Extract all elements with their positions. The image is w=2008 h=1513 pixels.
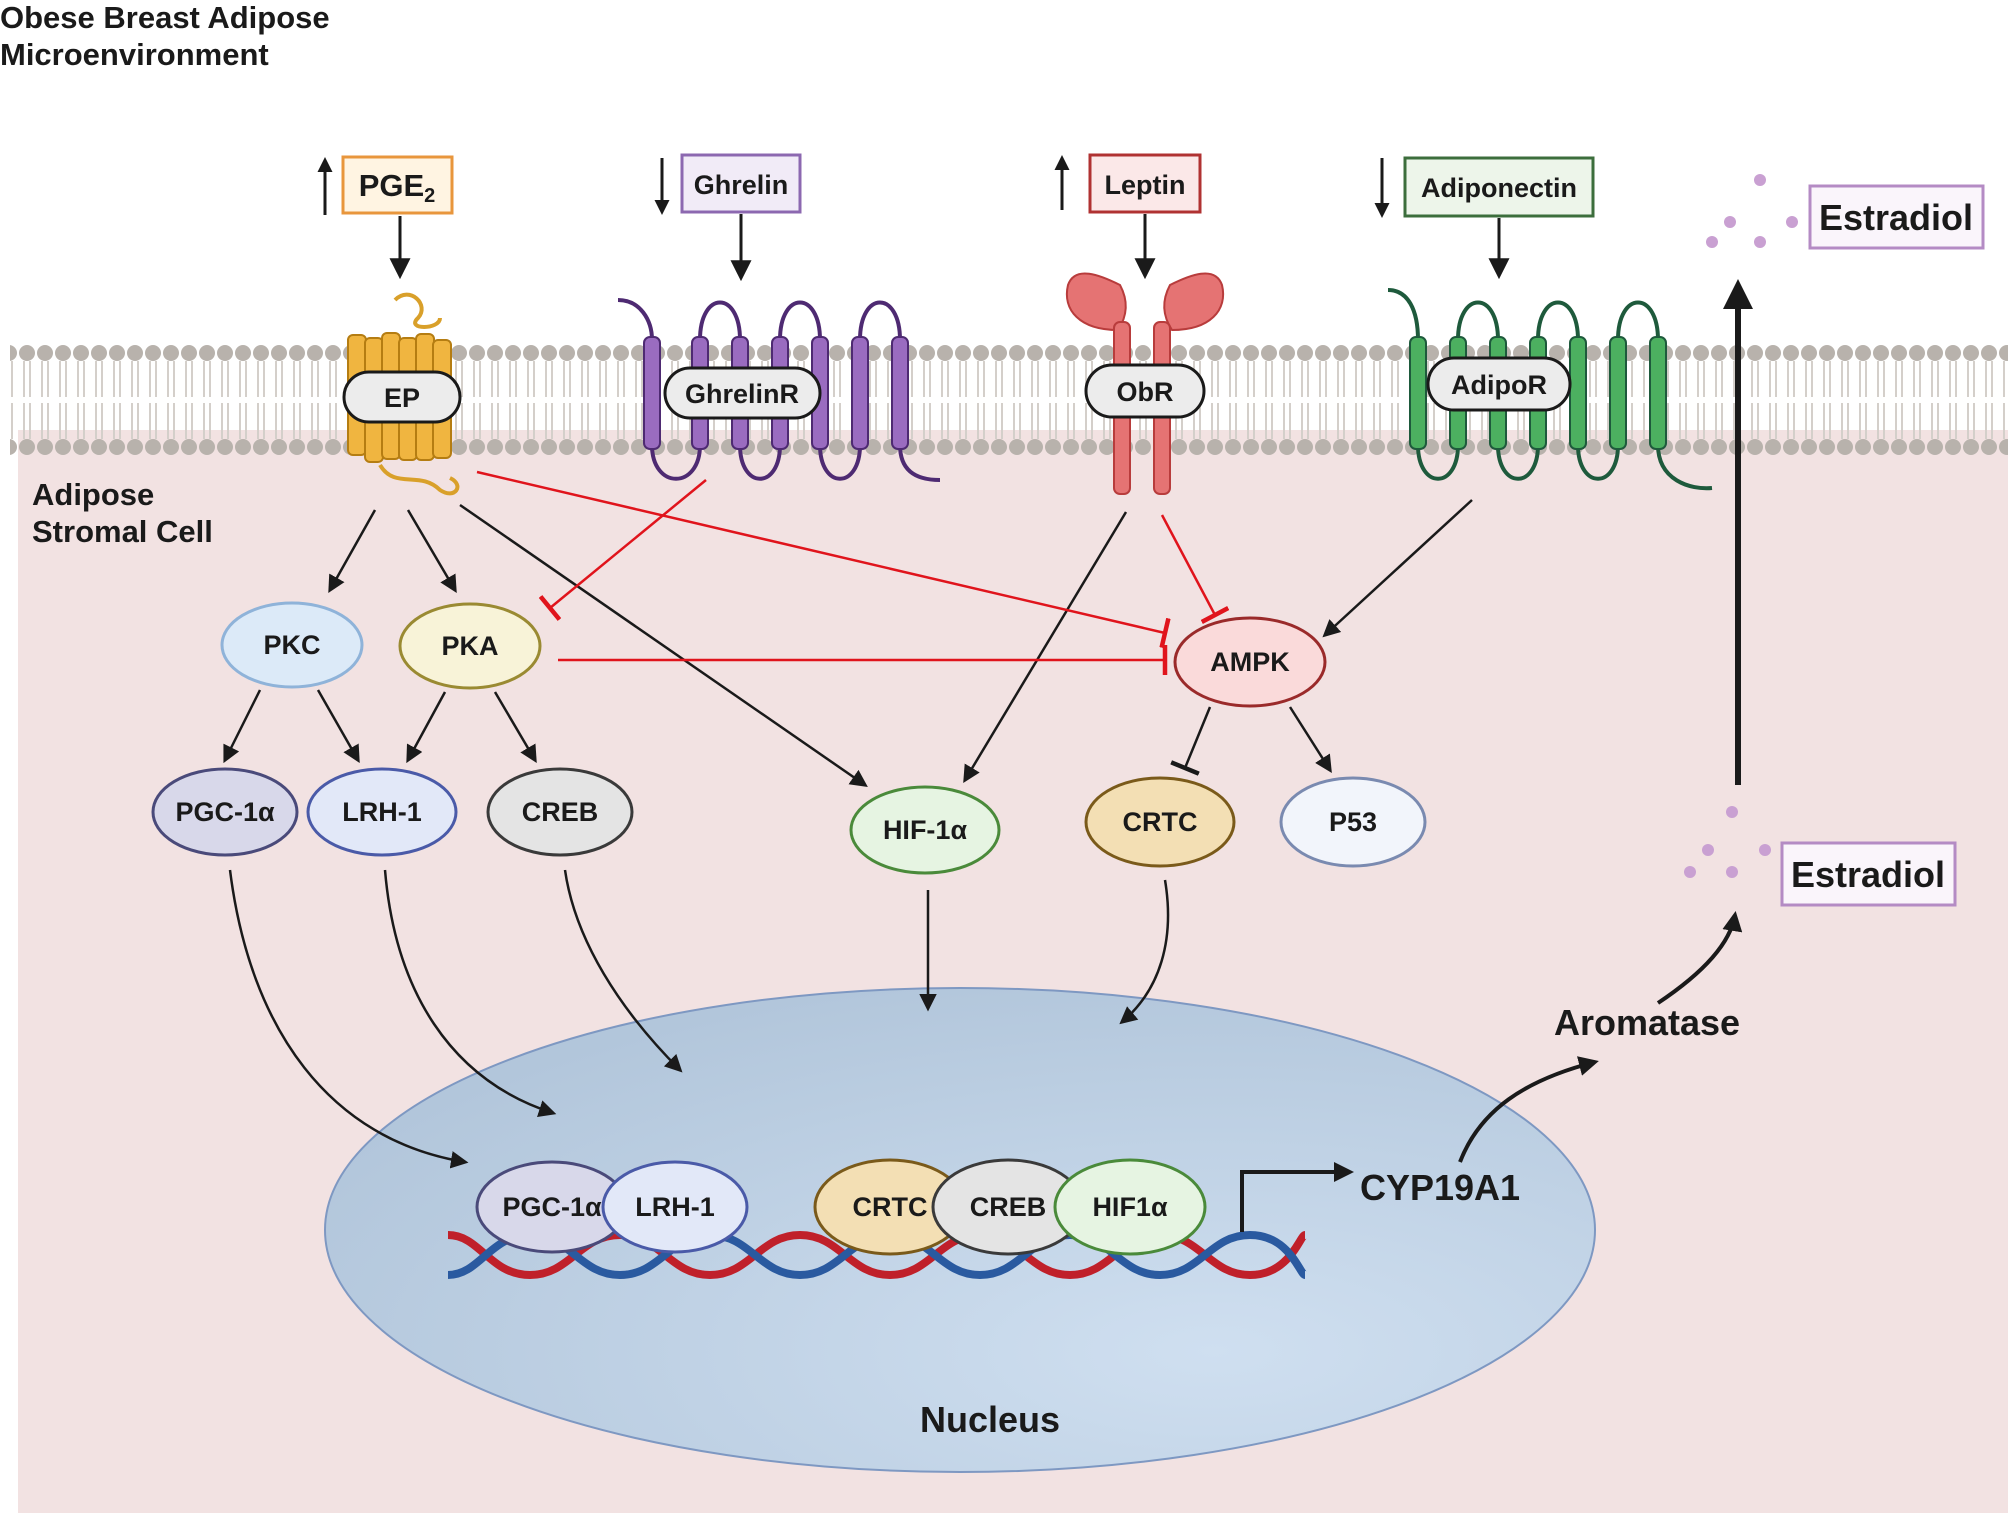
ligand-leptin-label: Leptin (1105, 170, 1186, 200)
arrow-aromatase-estradiol (1656, 911, 1743, 1005)
ghrelinr-label: GhrelinR (685, 379, 799, 409)
ligand-ghrelin: Ghrelin (654, 153, 802, 215)
pkc-label: PKC (263, 630, 320, 660)
adipor-receptor: AdipoR (1387, 288, 1713, 491)
dna-lrh1-label: LRH-1 (635, 1192, 715, 1222)
estradiol-inner-box (1780, 841, 1957, 907)
dna-creb-label: CREB (970, 1192, 1047, 1222)
ligand-pge2: PGE2 (317, 155, 454, 215)
diagram-title-line2: Microenvironment (0, 37, 269, 72)
estradiol-outer-label: Estradiol (1819, 197, 1973, 238)
obr-label: ObR (1117, 377, 1174, 407)
cell-label-line1: Adipose (32, 477, 154, 512)
enzyme-label: Aromatase (1554, 1002, 1740, 1043)
lrh1-label: LRH-1 (342, 797, 422, 827)
ligand-ghrelin-label: Ghrelin (694, 170, 789, 200)
lrh1-node (306, 767, 458, 857)
nucleus-label: Nucleus (920, 1399, 1060, 1440)
creb-node (486, 767, 634, 857)
ep-label: EP (384, 383, 420, 413)
creb-label: CREB (522, 797, 599, 827)
activation-arrows (223, 499, 1473, 1169)
pka-label: PKA (441, 631, 498, 661)
transcription-start-arrow (1240, 1162, 1354, 1232)
crtc-node (1084, 776, 1236, 868)
pgc1a-node (151, 767, 299, 857)
dna-crtc-label: CRTC (853, 1192, 928, 1222)
diagram-title-line1: Obese Breast Adipose (0, 0, 330, 35)
pkc-node (220, 601, 364, 689)
hif1a-node (849, 785, 1001, 875)
dna-pgc1a-label: PGC-1α (502, 1192, 602, 1222)
ligand-pge2-label: PGE2 (359, 168, 436, 207)
crtc-label: CRTC (1123, 807, 1198, 837)
cell-label-line2: Stromal Cell (32, 514, 213, 549)
p53-label: P53 (1329, 807, 1377, 837)
ghrelinr-receptor: GhrelinR (617, 298, 941, 482)
dna-hif1a-label: HIF1α (1092, 1192, 1168, 1222)
obr-receptor: ObR (1065, 272, 1225, 495)
gene-label: CYP19A1 (1360, 1167, 1520, 1208)
pgc1a-label: PGC-1α (175, 797, 275, 827)
estradiol-inner-label: Estradiol (1791, 854, 1945, 895)
dna-lrh1-node (601, 1160, 749, 1254)
estradiol-dots-outer (1706, 174, 1798, 248)
dna-hif1a-node (1053, 1158, 1207, 1256)
pka-node (398, 602, 542, 690)
ligand-adiponectin-label: Adiponectin (1421, 173, 1577, 203)
estradiol-outer-box (1808, 184, 1985, 250)
cell-membrane (10, 345, 2008, 455)
inhibition-lines (476, 470, 1230, 675)
inhibit-ampk-crtc (1170, 706, 1212, 776)
estradiol-dots-inner (1684, 806, 1771, 878)
ligand-adiponectin: Adiponectin (1374, 156, 1595, 218)
ep-receptor: EP (342, 292, 462, 496)
hif1a-label: HIF-1α (883, 815, 968, 845)
ampk-label: AMPK (1210, 647, 1290, 677)
p53-node (1279, 776, 1427, 868)
adipor-label: AdipoR (1451, 370, 1547, 400)
ampk-node (1173, 616, 1327, 708)
arrow-gene-aromatase (1458, 1056, 1599, 1163)
ligand-leptin: Leptin (1054, 153, 1202, 214)
